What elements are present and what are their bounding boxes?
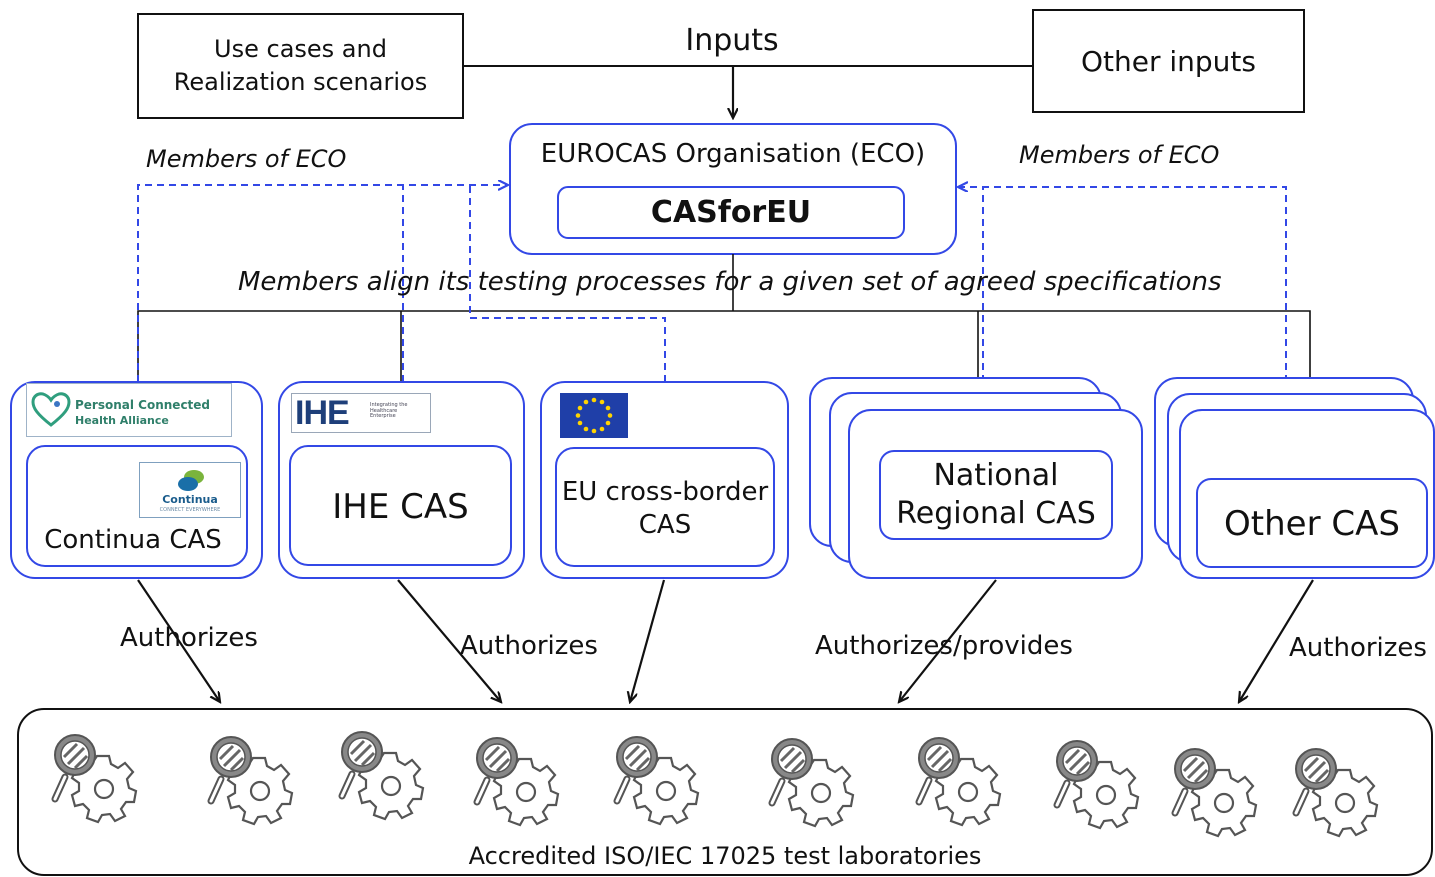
pcha-logo: Personal Connected Health Alliance [26,383,232,437]
pcha-logo-line2: Health Alliance [75,414,169,427]
labs-label: Accredited ISO/IEC 17025 test laboratori… [468,842,982,870]
national-cas-label-2: Regional CAS [896,496,1096,531]
member-line-continua [137,185,508,382]
arrow-national-to-labs [899,579,997,702]
continua-mark-icon [178,470,204,491]
national-cas-inner [879,450,1113,540]
align-text: Members align its testing processes for … [238,267,1222,297]
members-of-eco-left: Members of ECO [146,145,347,173]
arrow-other-to-labs [1239,579,1314,702]
ihe-logo-sub: Integrating the Healthcare Enterprise [370,402,408,419]
casforeu-box [557,186,905,239]
other-cas-inner [1196,478,1428,568]
arrow-continua-to-labs [137,579,220,702]
ihe-cas-label: IHE CAS [332,487,469,527]
authorizes-label-4: Authorizes [1289,633,1427,663]
member-line-eu [469,185,666,382]
use-cases-label-2: Realization scenarios [173,68,428,96]
eu-cas-inner [555,447,775,567]
arrow-ihe-to-labs [397,579,501,702]
continua-logo-text: Continua [162,493,218,506]
inputs-label: Inputs [632,23,832,59]
arrow-eu-to-labs [630,579,666,702]
continua-cas-label: Continua CAS [44,525,222,555]
pcha-logo-line1: Personal Connected [75,398,211,412]
ihe-logo: IHE Integrating the Healthcare Enterpris… [291,393,431,433]
ihe-logo-text: IHE [295,394,350,432]
ihe-cas-inner [289,445,512,566]
other-cas-label: Other CAS [1224,504,1400,544]
heart-icon [31,392,71,427]
use-cases-box [137,13,464,119]
eu-cas-label-1: EU cross-border [561,477,769,507]
align-line-left [137,310,733,382]
continua-logo-sub: CONNECT EVERYWHERE [159,507,221,513]
use-cases-label-1: Use cases and [214,35,387,63]
eu-cas-label-2: CAS [638,510,692,540]
member-line-other [958,187,1287,394]
eu-flag-logo [560,393,628,438]
authorizes-label-2: Authorizes [460,631,598,661]
other-inputs-box [1032,9,1305,113]
authorizes-label-1: Authorizes [120,623,258,653]
align-line-right [733,310,1311,394]
continua-logo: Continua CONNECT EVERYWHERE [139,462,241,518]
members-of-eco-right: Members of ECO [1019,141,1220,169]
national-cas-label-1: National [933,458,1059,493]
casforeu-label: CASforEU [650,195,812,230]
eco-title: EUROCAS Organisation (ECO) [540,139,926,169]
other-inputs-label: Other inputs [1080,45,1256,78]
authorizes-provides-label: Authorizes/provides [815,631,1073,661]
